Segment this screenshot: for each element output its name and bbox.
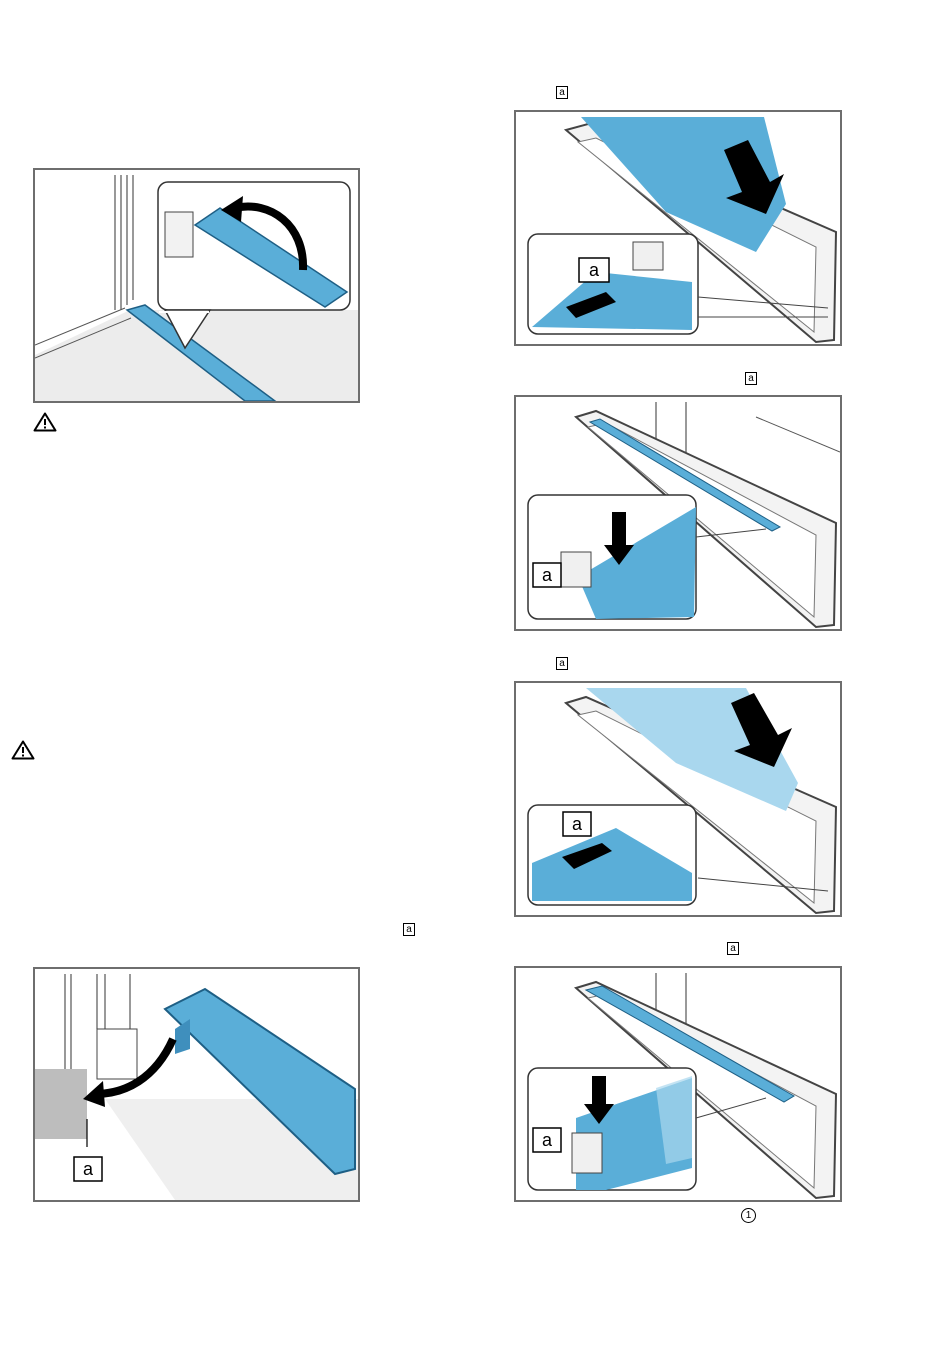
- ref-marker-a-step3: a: [556, 657, 568, 670]
- warning-triangle-icon: [11, 740, 35, 760]
- callout-a-label: a: [542, 565, 553, 585]
- figure-pane-insert-1: a: [514, 110, 842, 346]
- figure-pane-seat-1: a: [514, 395, 842, 631]
- figure-clip-open: [33, 168, 360, 403]
- ref-marker-a-left: a: [403, 923, 415, 936]
- step-number-marker: 1: [741, 1208, 756, 1223]
- ref-marker-a-step4: a: [727, 942, 739, 955]
- figure-clip-close: a: [33, 967, 360, 1202]
- callout-a-label: a: [572, 814, 583, 834]
- figure-pane-seat-2: a: [514, 966, 842, 1202]
- ref-marker-a-step2: a: [745, 372, 757, 385]
- ref-marker-a-top: a: [556, 86, 568, 99]
- callout-a-label: a: [589, 260, 600, 280]
- callout-a-label: a: [83, 1159, 94, 1179]
- figure-pane-insert-2: a: [514, 681, 842, 917]
- callout-a-label: a: [542, 1130, 553, 1150]
- warning-triangle-icon: [33, 412, 57, 432]
